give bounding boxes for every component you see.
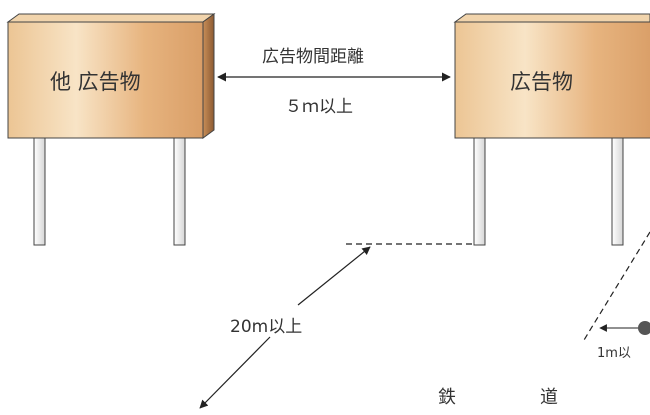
board-distance-value: ５ｍ以上 — [285, 97, 353, 117]
right-signboard — [453, 13, 650, 246]
railway-distance-arrow-lower — [199, 336, 271, 409]
right-board-top — [453, 13, 650, 23]
left-post-1 — [33, 137, 46, 246]
railway-label-1: 鉄 — [438, 387, 456, 408]
side-dashed-line — [583, 231, 650, 341]
railway-distance-label: 20m以上 — [230, 317, 303, 337]
left-board-face — [7, 21, 204, 139]
side-distance-label: 1m以 — [597, 346, 631, 361]
right-board-label: 広告物 — [510, 70, 573, 94]
right-board-face — [454, 21, 650, 139]
left-signboard — [6, 13, 216, 246]
right-post-1 — [473, 137, 486, 246]
left-post-2 — [173, 137, 186, 246]
left-board-top — [6, 13, 216, 23]
left-board-label: 他 広告物 — [50, 70, 141, 94]
railway-label-2: 道 — [540, 387, 558, 408]
right-post-2 — [611, 137, 624, 246]
board-distance-title: 広告物間距離 — [262, 47, 364, 67]
left-board-side — [202, 13, 215, 139]
railway-distance-arrow-upper — [297, 246, 371, 306]
side-anchor-dot — [638, 321, 650, 335]
